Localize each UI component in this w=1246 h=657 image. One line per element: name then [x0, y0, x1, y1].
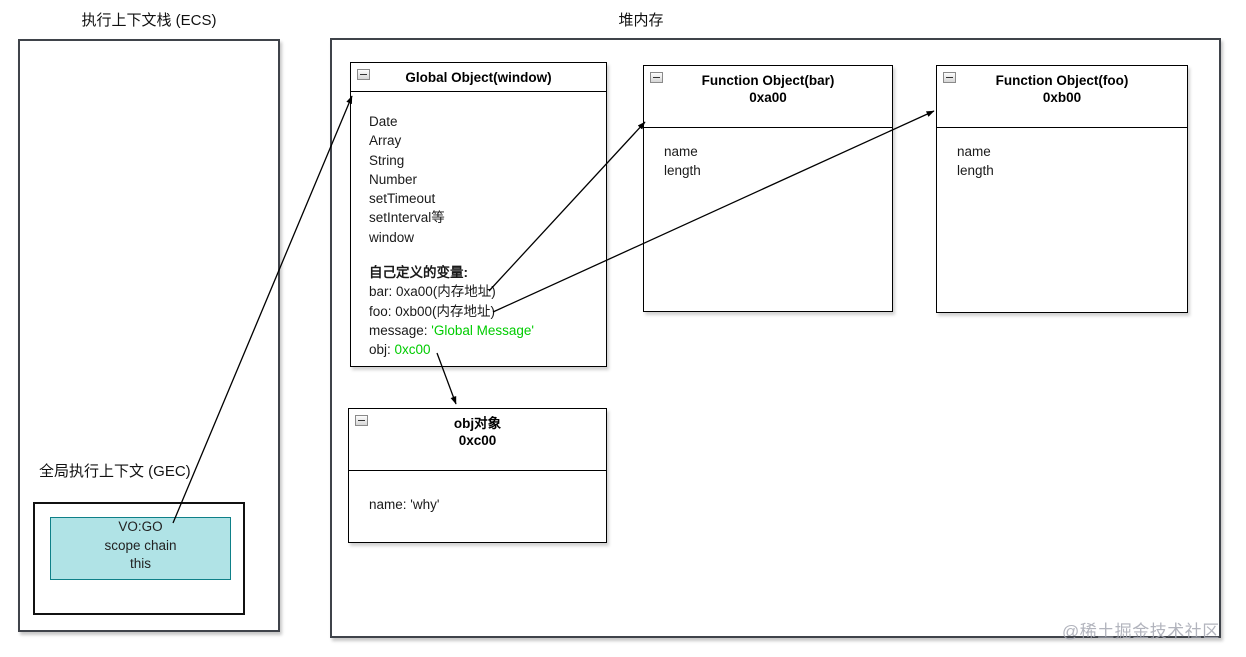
global-object-header: Global Object(window)	[351, 63, 606, 92]
builtin-item: String	[369, 152, 405, 168]
function-bar-body: name length	[644, 128, 892, 181]
obj-object-address: 0xc00	[458, 433, 497, 448]
prop-name-why: name: 'why'	[369, 497, 440, 512]
collapse-icon[interactable]	[357, 69, 370, 80]
builtin-item: Array	[369, 133, 402, 149]
builtin-item: Number	[369, 171, 418, 187]
builtin-item: setTimeout	[369, 191, 436, 207]
heap-title: 堆内存	[618, 12, 664, 29]
function-foo-node[interactable]: Function Object(foo) 0xb00 name length	[936, 65, 1188, 313]
function-bar-node[interactable]: Function Object(bar) 0xa00 name length	[643, 65, 893, 312]
obj-object-body: name: 'why'	[349, 471, 606, 514]
vo-go-box[interactable]: VO:GO scope chain this	[50, 517, 231, 580]
var-foo: foo: 0xb00(内存地址)	[369, 303, 496, 319]
obj-object-title: obj对象	[453, 416, 502, 431]
builtin-item: setInterval等	[369, 210, 445, 226]
collapse-icon[interactable]	[943, 72, 956, 83]
prop-name: name	[664, 144, 698, 159]
function-bar-header: Function Object(bar) 0xa00	[644, 66, 892, 128]
var-bar: bar: 0xa00(内存地址)	[369, 284, 496, 300]
function-foo-body: name length	[937, 128, 1187, 181]
prop-length: length	[664, 163, 701, 179]
var-message: message: 'Global Message'	[369, 321, 600, 340]
ecs-title: 执行上下文栈 (ECS)	[81, 12, 217, 29]
function-bar-address: 0xa00	[749, 90, 787, 105]
var-obj-value: 0xc00	[394, 342, 431, 358]
prop-name: name	[957, 144, 991, 159]
prop-length: length	[957, 163, 994, 179]
collapse-icon[interactable]	[650, 72, 663, 83]
global-object-body: Date Array String Number setTimeout setI…	[351, 92, 606, 360]
gec-frame: VO:GO scope chain this	[33, 502, 245, 615]
collapse-icon[interactable]	[355, 415, 368, 426]
builtin-item: window	[369, 229, 415, 245]
obj-object-node[interactable]: obj对象 0xc00 name: 'why'	[348, 408, 607, 543]
gec-label: 全局执行上下文 (GEC)	[39, 463, 191, 480]
builtin-item: Date	[369, 114, 398, 129]
ecs-stack-container: 全局执行上下文 (GEC) VO:GO scope chain this	[18, 39, 280, 632]
global-object-title: Global Object(window)	[405, 70, 552, 85]
global-object-node[interactable]: Global Object(window) Date Array String …	[350, 62, 607, 367]
obj-object-header: obj对象 0xc00	[349, 409, 606, 471]
var-message-key: message:	[369, 322, 432, 338]
vo-line-vogo: VO:GO	[118, 519, 163, 534]
function-foo-title: Function Object(foo)	[995, 73, 1129, 88]
vo-line-this: this	[129, 556, 151, 571]
vo-line-scopechain: scope chain	[104, 537, 177, 553]
function-foo-header: Function Object(foo) 0xb00	[937, 66, 1187, 128]
var-message-value: 'Global Message'	[431, 322, 534, 338]
var-obj: obj: 0xc00	[369, 340, 600, 359]
function-bar-title: Function Object(bar)	[701, 73, 835, 88]
watermark: @稀土掘金技术社区	[1062, 622, 1220, 641]
var-obj-key: obj:	[369, 342, 395, 358]
custom-vars-label: 自己定义的变量:	[369, 265, 468, 281]
function-foo-address: 0xb00	[1042, 90, 1082, 105]
blank-line	[369, 247, 600, 263]
